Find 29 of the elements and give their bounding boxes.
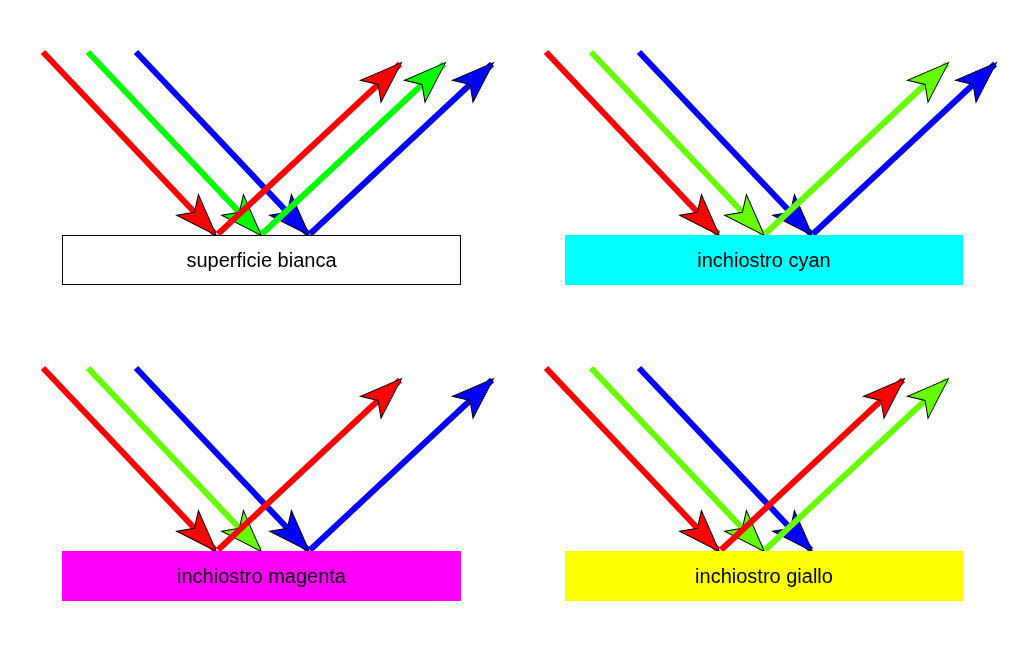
light-ray-arrow (133, 49, 311, 237)
surface-label: inchiostro giallo (695, 564, 833, 588)
light-ray-arrow (85, 365, 263, 553)
light-ray-arrow (215, 61, 403, 237)
light-ray-arrow (762, 61, 950, 237)
light-ray-arrow (718, 377, 906, 553)
light-ray-arrow (133, 365, 311, 553)
surface-panel (565, 235, 963, 285)
light-ray-arrow (762, 377, 950, 553)
light-ray-arrow (40, 49, 218, 237)
light-ray-arrow (543, 49, 721, 237)
light-ray-arrow (215, 377, 403, 553)
light-ray-arrow (307, 61, 495, 237)
surface-label: superficie bianca (186, 248, 337, 272)
light-ray-arrow (307, 377, 495, 553)
surface-label: inchiostro magenta (177, 564, 346, 588)
light-ray-arrow (588, 365, 766, 553)
light-ray-arrow (85, 49, 263, 237)
surface-panel (62, 235, 461, 285)
light-ray-arrow (40, 365, 218, 553)
surface-panel (62, 551, 461, 601)
light-ray-arrow (543, 365, 721, 553)
surface-label: inchiostro cyan (697, 248, 831, 272)
light-ray-arrow (636, 49, 814, 237)
light-ray-arrow (636, 365, 814, 553)
light-ray-arrow (588, 49, 766, 237)
surface-panel (565, 551, 963, 601)
light-ray-arrow (259, 61, 447, 237)
light-ray-arrow (810, 61, 998, 237)
